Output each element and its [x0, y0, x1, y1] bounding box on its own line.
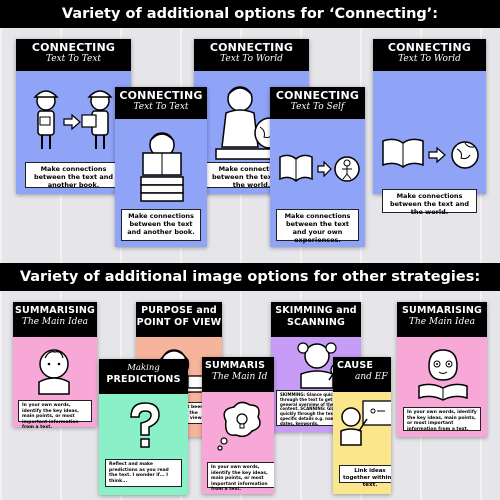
- card-title: SKIMMING and: [275, 305, 357, 316]
- card-subtitle: Text To World: [220, 54, 283, 64]
- card-subtitle: Text To Text: [133, 102, 189, 112]
- card-title: CONNECTING: [31, 41, 116, 54]
- card-header: SUMMARISING The Main Idea: [397, 302, 487, 337]
- card-title: SUMMARIS: [205, 360, 266, 371]
- card-connecting-text-to-world-right: CONNECTING Text To World Make connection…: [373, 39, 486, 216]
- card-header: CONNECTING Text To World: [373, 39, 486, 71]
- card-making-predictions: Making PREDICTIONS Reflect and make pred…: [99, 359, 188, 495]
- card-connecting-text-to-self: CONNECTING Text To Self Make connections…: [270, 87, 365, 247]
- thinking-kid-icon: [38, 349, 70, 395]
- book-arrow-globe-icon: [382, 138, 479, 169]
- card-summarising-middle: SUMMARIS The Main Id In your own words, …: [202, 357, 274, 494]
- card-subtitle: Text To Text: [45, 54, 102, 64]
- card-caption: Reflect and make predictions as you read…: [105, 459, 182, 487]
- card-title: SUMMARISING: [15, 305, 95, 316]
- card-header: CONNECTING Text To Text: [16, 39, 131, 71]
- card-title: CONNECTING: [209, 41, 294, 54]
- card-subtitle: The Main Idea: [408, 317, 476, 327]
- card-header: CAUSE and EF: [333, 357, 391, 392]
- card-connecting-text-to-world-back: CONNECTING Text To World Make connection…: [194, 39, 309, 194]
- card-caption: Make connections between the text and an…: [121, 209, 201, 241]
- card-connecting-text-to-text-back: CONNECTING Text To Text Make connections…: [16, 39, 131, 194]
- card-header: SUMMARISING The Main Idea: [13, 302, 97, 337]
- card-header: SUMMARIS The Main Id: [202, 357, 274, 392]
- card-title: CAUSE: [337, 360, 374, 371]
- book-arrow-self-icon: [279, 154, 360, 182]
- card-caption: In your own words, identify the key idea…: [403, 407, 481, 432]
- card-subtitle: PREDICTIONS: [106, 374, 181, 385]
- banner-connecting: Variety of additional options for ‘Conne…: [0, 0, 500, 28]
- card-subtitle: Text To Self: [290, 102, 345, 112]
- card-subtitle: SCANNING: [287, 317, 345, 328]
- card-summarising-right: SUMMARISING The Main Idea In your own wo…: [397, 302, 487, 437]
- card-subtitle: Text To World: [398, 54, 461, 64]
- banner-strategies: Variety of additional image options for …: [0, 263, 500, 291]
- card-header: PURPOSE and POINT OF VIEW: [136, 302, 222, 337]
- card-caption: Make connections between the text and yo…: [276, 209, 359, 244]
- card-header: SKIMMING and SCANNING: [271, 302, 361, 337]
- brain-reading-icon: [418, 349, 468, 401]
- card-cause-effect: CAUSE and EF Link ideas together within …: [333, 357, 391, 494]
- reader-figure-icon: [33, 90, 113, 149]
- card-caption: Make connections between the text and th…: [382, 189, 477, 216]
- card-header: CONNECTING Text To Self: [270, 87, 365, 119]
- card-title: Making: [127, 363, 160, 373]
- card-caption: Make connections between the text and an…: [25, 162, 122, 189]
- question-mark-icon: [130, 402, 160, 448]
- card-header: CONNECTING Text To World: [194, 39, 309, 71]
- card-title: CONNECTING: [387, 41, 472, 54]
- card-title: PURPOSE and: [141, 305, 217, 316]
- card-header: Making PREDICTIONS: [99, 359, 188, 394]
- card-caption: In your own words, identify the key idea…: [18, 400, 92, 430]
- boy-reading-icon: [140, 132, 184, 202]
- card-title: CONNECTING: [119, 89, 203, 102]
- card-subtitle: The Main Idea: [21, 317, 89, 327]
- card-title: CONNECTING: [275, 89, 360, 102]
- card-subtitle: The Main Id: [212, 372, 268, 382]
- card-caption: Link ideas together within a text.: [339, 465, 391, 488]
- card-subtitle: POINT OF VIEW: [136, 317, 222, 328]
- card-caption: In your own words, identify the key idea…: [207, 462, 274, 492]
- thought-bubble-lightbulb-icon: [217, 401, 261, 451]
- card-title: SUMMARISING: [402, 305, 482, 316]
- card-connecting-text-to-text-front: CONNECTING Text To Text Make connections…: [115, 87, 207, 247]
- card-header: CONNECTING Text To Text: [115, 87, 207, 119]
- card-body: [373, 71, 486, 194]
- card-summarising-left: SUMMARISING The Main Idea In your own wo…: [13, 302, 97, 430]
- boy-board-icon: [340, 400, 391, 446]
- card-subtitle: and EF: [355, 372, 388, 382]
